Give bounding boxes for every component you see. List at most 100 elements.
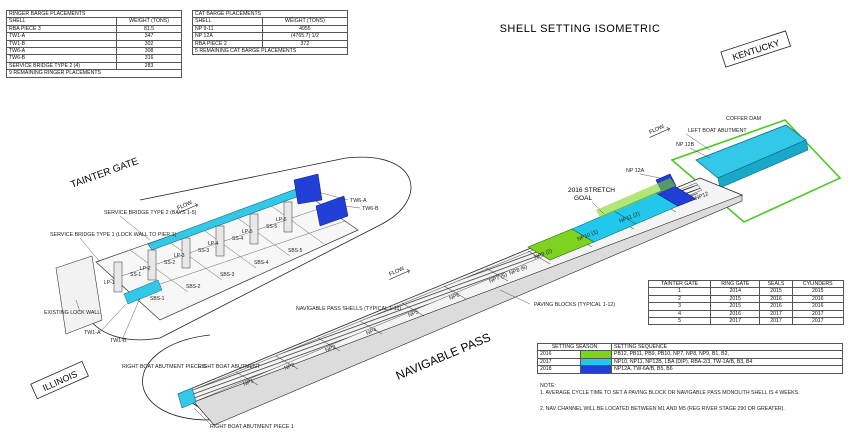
pier <box>249 213 259 245</box>
table-row: 2017 NP10, NP11, NP12B, LBA (DIP), RBA-2… <box>537 357 843 367</box>
table-row: 2016 PB12, PB11, PB9, PB10, NP7, NP8, NP… <box>537 350 843 359</box>
cat-weight: 4955 <box>261 24 349 34</box>
setting-season-table: SETTING SEASON SETTING SEQUENCE 2016 PB1… <box>537 342 843 374</box>
segment-label-np3: NP3 <box>325 344 337 354</box>
ss-label: SS-4 <box>232 236 243 242</box>
table-cell: 2017 <box>791 317 845 326</box>
cat-weight: 372 <box>261 39 349 49</box>
ss-label: SS-5 <box>266 224 277 230</box>
season-sequence: NP12A, TW-6A/B, B5, B6 <box>611 365 843 374</box>
ringer-shell: TW6-B <box>5 54 118 63</box>
segment-label-np5: NP5 <box>408 309 420 319</box>
callout-service-bridge-1: SERVICE BRIDGE TYPE 1 (LOCK WALL TO PIER… <box>50 232 177 238</box>
callouts: SERVICE BRIDGE TYPE 2 (BAYS 1-5) SERVICE… <box>44 116 761 430</box>
callout-tw6b: TW6-B <box>362 206 379 212</box>
ss-label: SS-2 <box>164 260 175 266</box>
ringer-table-footer: 9 REMAINING RINGER PLACEMENTS <box>6 69 182 78</box>
flow-arrow: FLOW <box>388 266 411 280</box>
ringer-shell: SERVICE BRIDGE TYPE 2 (4) <box>5 61 118 71</box>
table-cell: 5 <box>647 317 712 326</box>
pier <box>113 261 123 293</box>
leader-lines <box>75 133 711 425</box>
sbs-label: SBS-5 <box>288 248 303 254</box>
pier-label: LP-6 <box>276 217 287 223</box>
ringer-weight: 316 <box>116 54 182 63</box>
tainter-col-gate: TAINTER GATE <box>647 279 712 289</box>
kentucky-label: KENTUCKY <box>720 30 792 68</box>
sbs-label: SBS-3 <box>220 272 235 278</box>
sbs-label: SBS-4 <box>254 260 269 266</box>
pier <box>181 237 191 269</box>
approach-oval-left <box>142 334 211 421</box>
season-sequence: PB12, PB11, PB9, PB10, NP7, NP8, NP9, B1… <box>611 350 843 359</box>
callout-rba-piece3: RIGHT BOAT ABUTMENT PIECE 3 <box>122 364 206 370</box>
callout-left-boat-abutment: LEFT BOAT ABUTMENT <box>688 128 747 134</box>
stretch-goal-label-2: GOAL <box>574 195 592 202</box>
segment-label-np2: NP2 <box>284 362 296 372</box>
callout-existing-lock-wall: EXISTING LOCK WALL <box>44 310 100 316</box>
table-row: SERVICE BRIDGE TYPE 2 (4)283 <box>5 61 182 71</box>
ringer-shell: TW1-A <box>5 32 118 41</box>
tw6-b-block <box>315 195 349 227</box>
sbs-label: SBS-2 <box>186 284 201 290</box>
callout-tw1a: TW1-A <box>84 330 101 336</box>
table-cell: 2016 <box>791 302 845 311</box>
table-cell: 2 <box>647 294 712 304</box>
table-cell: 1 <box>647 287 712 296</box>
tainter-col-cylinders: CYLINDERS <box>791 279 845 289</box>
notes-heading: NOTE: <box>540 383 556 389</box>
segment-label-np4: NP4 <box>366 327 378 337</box>
segment-label-np12: NP12 <box>695 191 710 202</box>
ringer-shell: TW6-A <box>5 47 118 56</box>
sbs-label: SBS-1 <box>150 296 165 302</box>
left-boat-abutment-face <box>717 139 809 189</box>
note-item: 1. AVERAGE CYCLE TIME TO SET A PAVING BL… <box>540 390 800 396</box>
ringer-shell: RBA PIECE 3 <box>5 24 118 34</box>
note-item: 2. NAV CHANNEL WILL BE LOCATED BETWEEN M… <box>540 406 785 412</box>
pier-label: LP-3 <box>174 253 185 259</box>
tainter-gate-table: TAINTER GATE RING GATE SEALS CYLINDERS 1… <box>647 279 845 326</box>
navigable-pass-face <box>193 194 743 426</box>
callout-service-bridge-2: SERVICE BRIDGE TYPE 2 (BAYS 1-5) <box>104 210 197 216</box>
notes-block: NOTE: 1. AVERAGE CYCLE TIME TO SET A PAV… <box>540 383 800 412</box>
table-row: 2018 NP12A, TW-6A/B, B5, B6 <box>537 365 843 374</box>
ringer-weight: 302 <box>116 39 182 49</box>
callout-cofferdam: COFFER DAM <box>726 116 761 122</box>
arrow-icon <box>177 203 199 214</box>
table-cell: 3 <box>647 302 712 311</box>
arrow-icon <box>649 127 671 138</box>
ringer-weight: 81.5 <box>116 24 182 34</box>
tw6-a-block <box>293 173 323 205</box>
flow-arrow: FLOW <box>648 124 671 138</box>
ringer-shell: TW1-B <box>5 39 118 49</box>
arrow-icon <box>389 269 411 280</box>
table-cell: 2016 <box>791 294 845 304</box>
stretch-goal-label: 2016 STRETCH <box>568 187 615 194</box>
cat-table-footer: 5 REMAINING CAT BARGE PLACEMENTS <box>192 47 348 56</box>
table-cell: 4 <box>647 309 712 319</box>
pier <box>147 249 157 281</box>
callout-nav-pass-shells: NAVIGABLE PASS SHELLS (TYPICAL 1-11) <box>296 306 401 312</box>
right-boat-abutment <box>177 387 197 409</box>
table-cell: 2015 <box>791 287 845 296</box>
ss-label: SS-1 <box>130 272 141 278</box>
tainter-gate-bays <box>109 201 346 297</box>
pier <box>215 225 225 257</box>
pier-label: LP-1 <box>104 280 115 286</box>
ss-label: SS-3 <box>198 248 209 254</box>
season-sequence: NP10, NP11, NP12B, LBA (DIP), RBA-2/3, T… <box>611 357 843 367</box>
ringer-weight: 347 <box>116 32 182 41</box>
drawing-title: SHELL SETTING ISOMETRIC <box>500 23 661 35</box>
pier-labels: LP-1 LP-2 LP-3 LP-4 LP-5 LP-6 SBS-1 SBS-… <box>104 217 303 302</box>
